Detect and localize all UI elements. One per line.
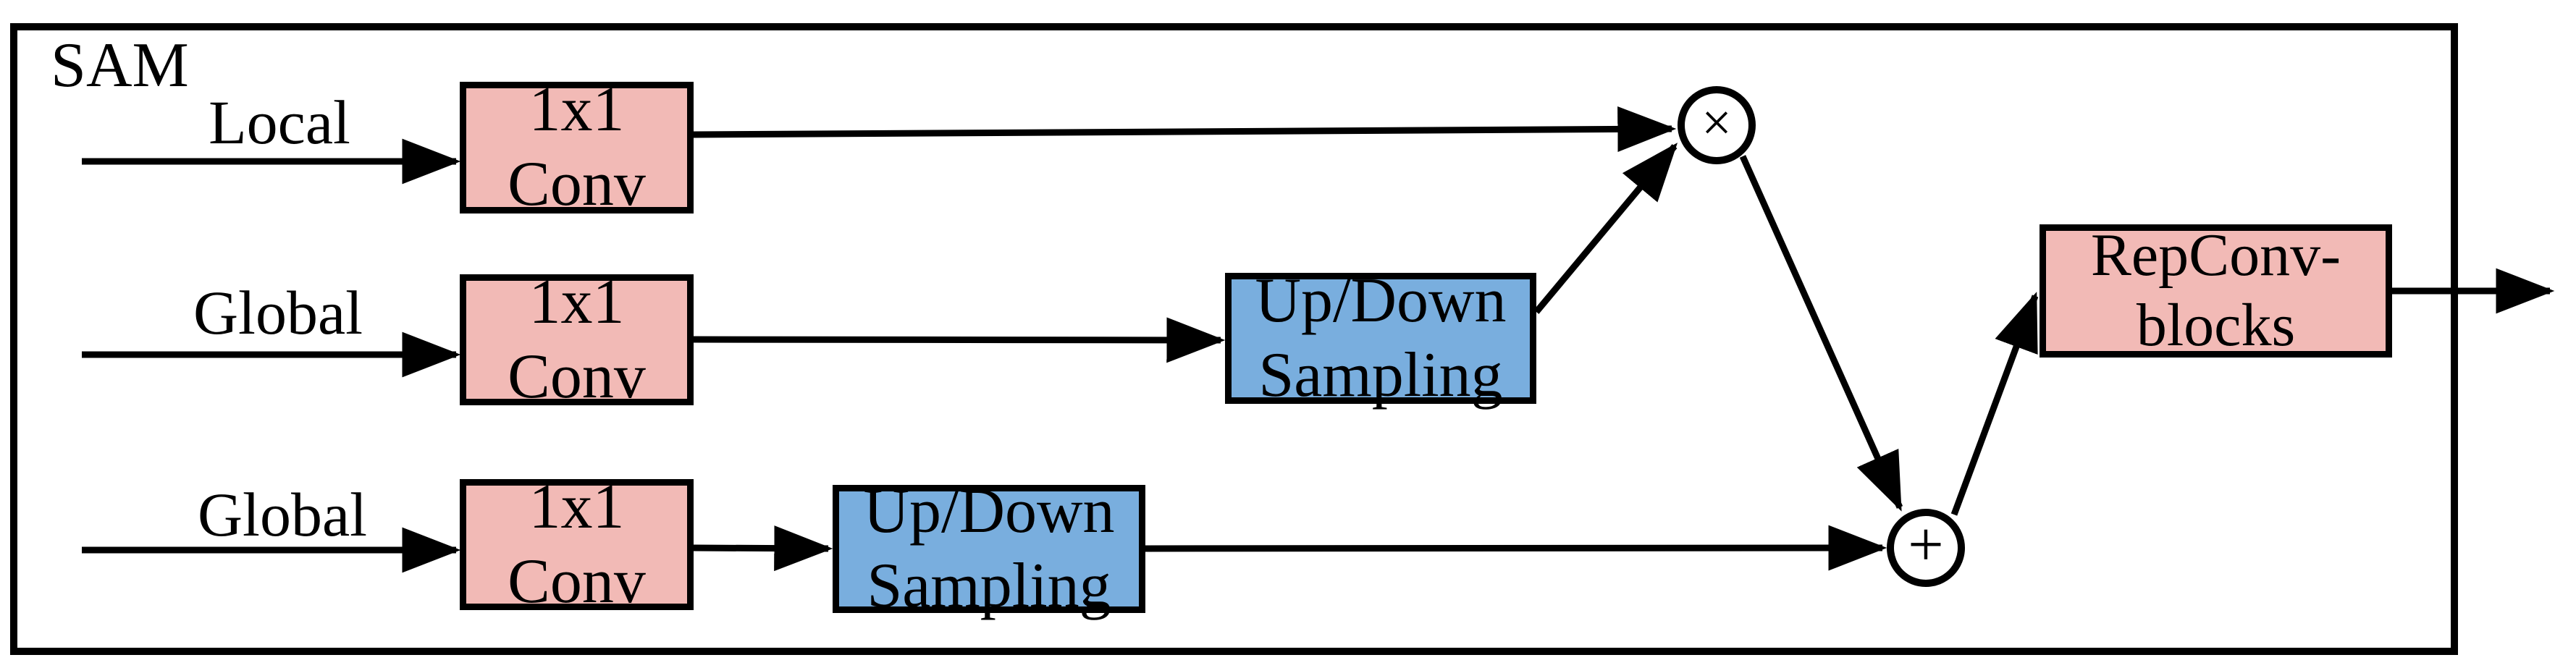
arrow-conv3-to-sampling [693,525,833,572]
sampling-block-bottom-line1: Up/Down [863,475,1115,546]
conv-block-local-line2: Conv [508,149,646,219]
sampling-block-mid: Up/Down Sampling [1225,266,1536,410]
repconv-block: RepConv- blocks [2040,221,2392,359]
add-node [1887,509,1965,587]
multiply-node [1678,86,1756,164]
arrow-multiply-to-add [1739,155,1903,512]
sampling-block-bottom: Up/Down Sampling [833,476,1145,621]
add-icon: + [1908,510,1944,580]
module-frame [10,23,2458,655]
arrow-sampling-to-multiply [1533,143,1678,314]
input-label-global-bottom: Global [197,480,368,549]
conv-block-global-mid-line1: 1x1 [529,266,625,337]
sampling-block-mid-line2: Sampling [1258,339,1503,410]
conv-block-global-bottom-line1: 1x1 [529,471,625,542]
sampling-block-mid-line1: Up/Down [1255,265,1507,336]
conv-block-local-line1: 1x1 [529,75,625,145]
arrow-conv2-to-sampling [693,317,1226,363]
conv-block-global-mid: 1x1 Conv [460,267,694,412]
sampling-block-bottom-line2: Sampling [867,550,1111,621]
input-label-local: Local [209,88,350,157]
module-title: SAM [51,30,189,101]
conv-block-global-bottom: 1x1 Conv [460,472,694,617]
multiply-icon: × [1701,93,1732,153]
conv-block-local: 1x1 Conv [460,75,694,219]
arrow-sampling-to-add [1145,525,1887,571]
repconv-block-line1: RepConv- [2090,221,2341,289]
conv-block-global-mid-line2: Conv [508,341,646,412]
input-label-global-mid: Global [193,278,363,347]
arrow-conv1-to-multiply [693,106,1677,152]
arrow-add-to-repconv [1950,292,2039,516]
repconv-block-line2: blocks [2136,292,2296,359]
conv-block-global-bottom-line2: Conv [508,546,646,617]
